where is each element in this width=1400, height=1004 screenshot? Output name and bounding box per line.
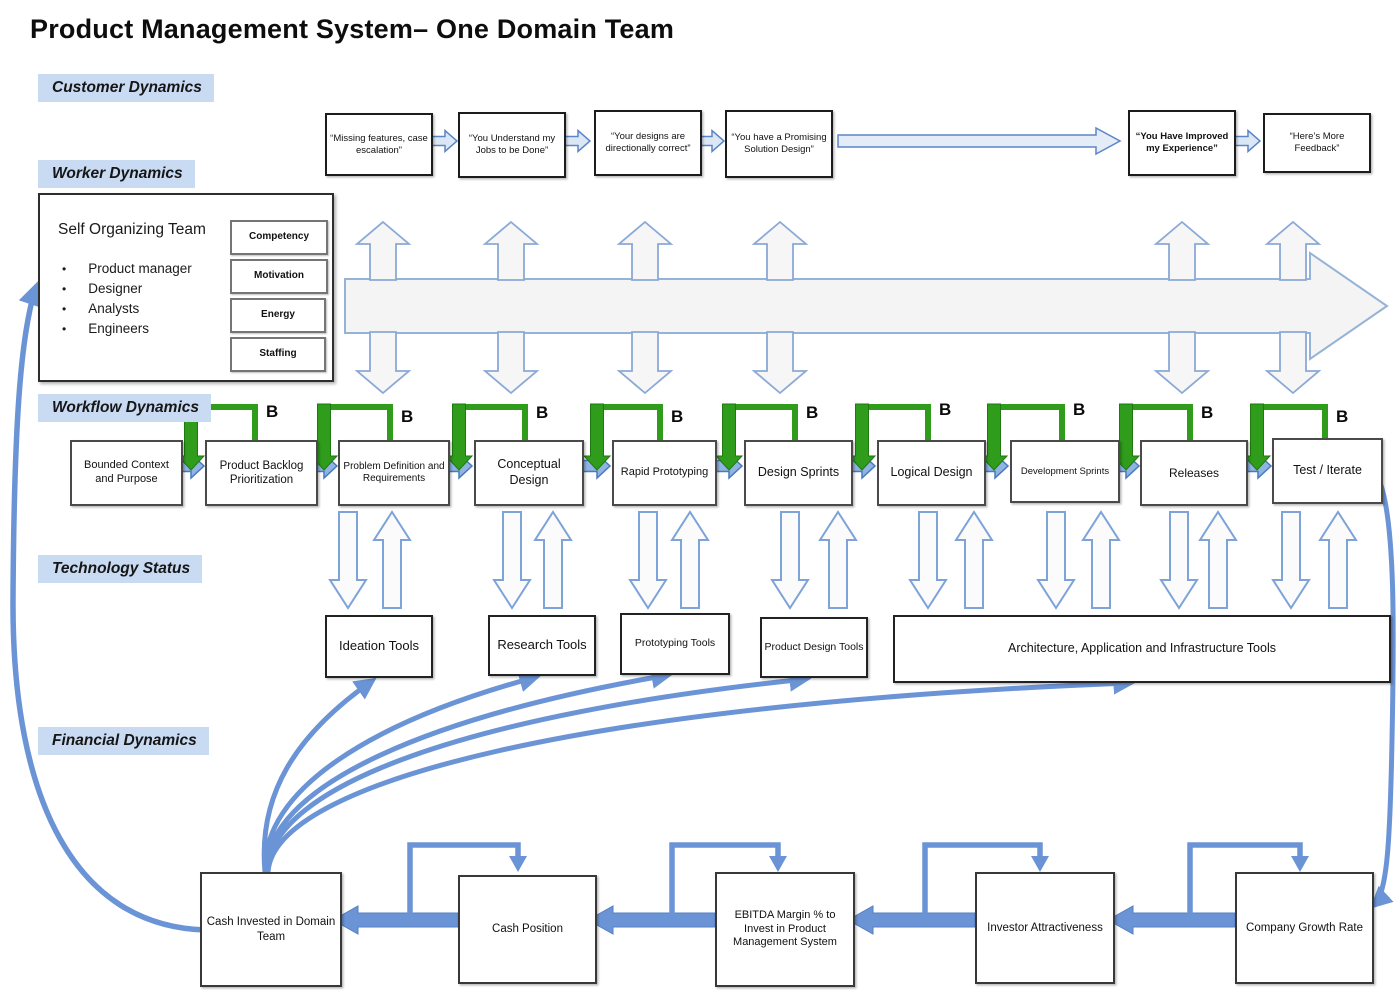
step-development-sprints: Development Sprints (1010, 440, 1120, 503)
quote-improved-experience: “You Have Improved my Experience” (1128, 110, 1236, 176)
step-product-backlog: Product Backlog Prioritization (205, 440, 318, 506)
attribute-competency: Competency (230, 220, 328, 255)
section-label-customer-dynamics: Customer Dynamics (38, 74, 214, 102)
fin-ebitda-margin: EBITDA Margin % to Invest in Product Man… (715, 872, 855, 987)
loop-label-b: B (1336, 407, 1349, 426)
quote-connectors (429, 126, 1262, 156)
quote-directionally-correct: “Your designs are directionally correct” (594, 110, 702, 176)
financial-loop-arrowheads (509, 856, 1309, 872)
balancing-loops (191, 404, 1328, 440)
team-member: Designer (62, 281, 142, 296)
attribute-motivation: Motivation (230, 259, 328, 294)
tool-architecture: Architecture, Application and Infrastruc… (893, 615, 1391, 683)
tool-research: Research Tools (488, 615, 596, 676)
attribute-staffing: Staffing (230, 337, 326, 372)
test-to-growth-curve (1369, 476, 1396, 909)
tool-product-design: Product Design Tools (760, 617, 868, 678)
team-title: Self Organizing Team (58, 221, 206, 238)
quote-jobs-to-be-done: “You Understand my Jobs to be Done” (458, 112, 566, 178)
team-member: Product manager (62, 261, 192, 276)
team-member: Analysts (62, 301, 139, 316)
section-label-workflow-dynamics: Workflow Dynamics (38, 394, 212, 422)
step-conceptual-design: Conceptual Design (474, 440, 584, 506)
step-test-iterate: Test / Iterate (1272, 438, 1383, 504)
balancing-loop-arrowheads (176, 403, 1272, 471)
loop-label-b: B (266, 402, 279, 421)
loop-label-b: B (536, 403, 549, 422)
loop-label-b: B (401, 407, 414, 426)
investment-curves (261, 666, 1136, 873)
step-rapid-prototyping: Rapid Prototyping (612, 440, 717, 506)
page-title: Product Management System– One Domain Te… (30, 14, 675, 44)
tool-prototyping: Prototyping Tools (620, 613, 730, 675)
quote-promising-solution: “You have a Promising Solution Design” (725, 110, 833, 178)
quote-missing-features: “Missing features, case escalation” (325, 113, 433, 176)
loop-label-b: B (671, 407, 684, 426)
fin-cash-invested: Cash Invested in Domain Team (200, 872, 342, 987)
fin-company-growth: Company Growth Rate (1235, 872, 1374, 984)
step-logical-design: Logical Design (877, 440, 986, 506)
fin-cash-position: Cash Position (458, 875, 597, 984)
self-organizing-team-panel: Self Organizing Team Product manager Des… (38, 193, 334, 382)
fin-investor-attractiveness: Investor Attractiveness (975, 872, 1115, 984)
step-releases: Releases (1140, 440, 1248, 506)
attribute-energy: Energy (230, 298, 326, 333)
step-problem-definition: Problem Definition and Requirements (338, 440, 450, 506)
tool-ideation: Ideation Tools (325, 615, 433, 678)
loop-label-b: B (1201, 403, 1214, 422)
section-label-financial-dynamics: Financial Dynamics (38, 727, 209, 755)
loop-label-b: B (939, 400, 952, 419)
quote-more-feedback: “Here’s More Feedback” (1263, 113, 1371, 173)
loop-label-b: B (1073, 400, 1086, 419)
band-double-arrows (354, 220, 1322, 395)
step-design-sprints: Design Sprints (744, 440, 853, 506)
financial-loop-brackets (407, 842, 1303, 916)
tool-link-arrows (328, 510, 1358, 610)
cash-to-team-curve (10, 281, 206, 933)
section-label-technology-status: Technology Status (38, 555, 203, 583)
financial-flow-arrows (331, 905, 1236, 935)
team-member: Engineers (62, 321, 149, 336)
loop-label-b: B (806, 403, 819, 422)
long-quote-arrow (837, 126, 1122, 156)
step-bounded-context: Bounded Context and Purpose (70, 440, 183, 506)
section-label-worker-dynamics: Worker Dynamics (38, 160, 195, 188)
